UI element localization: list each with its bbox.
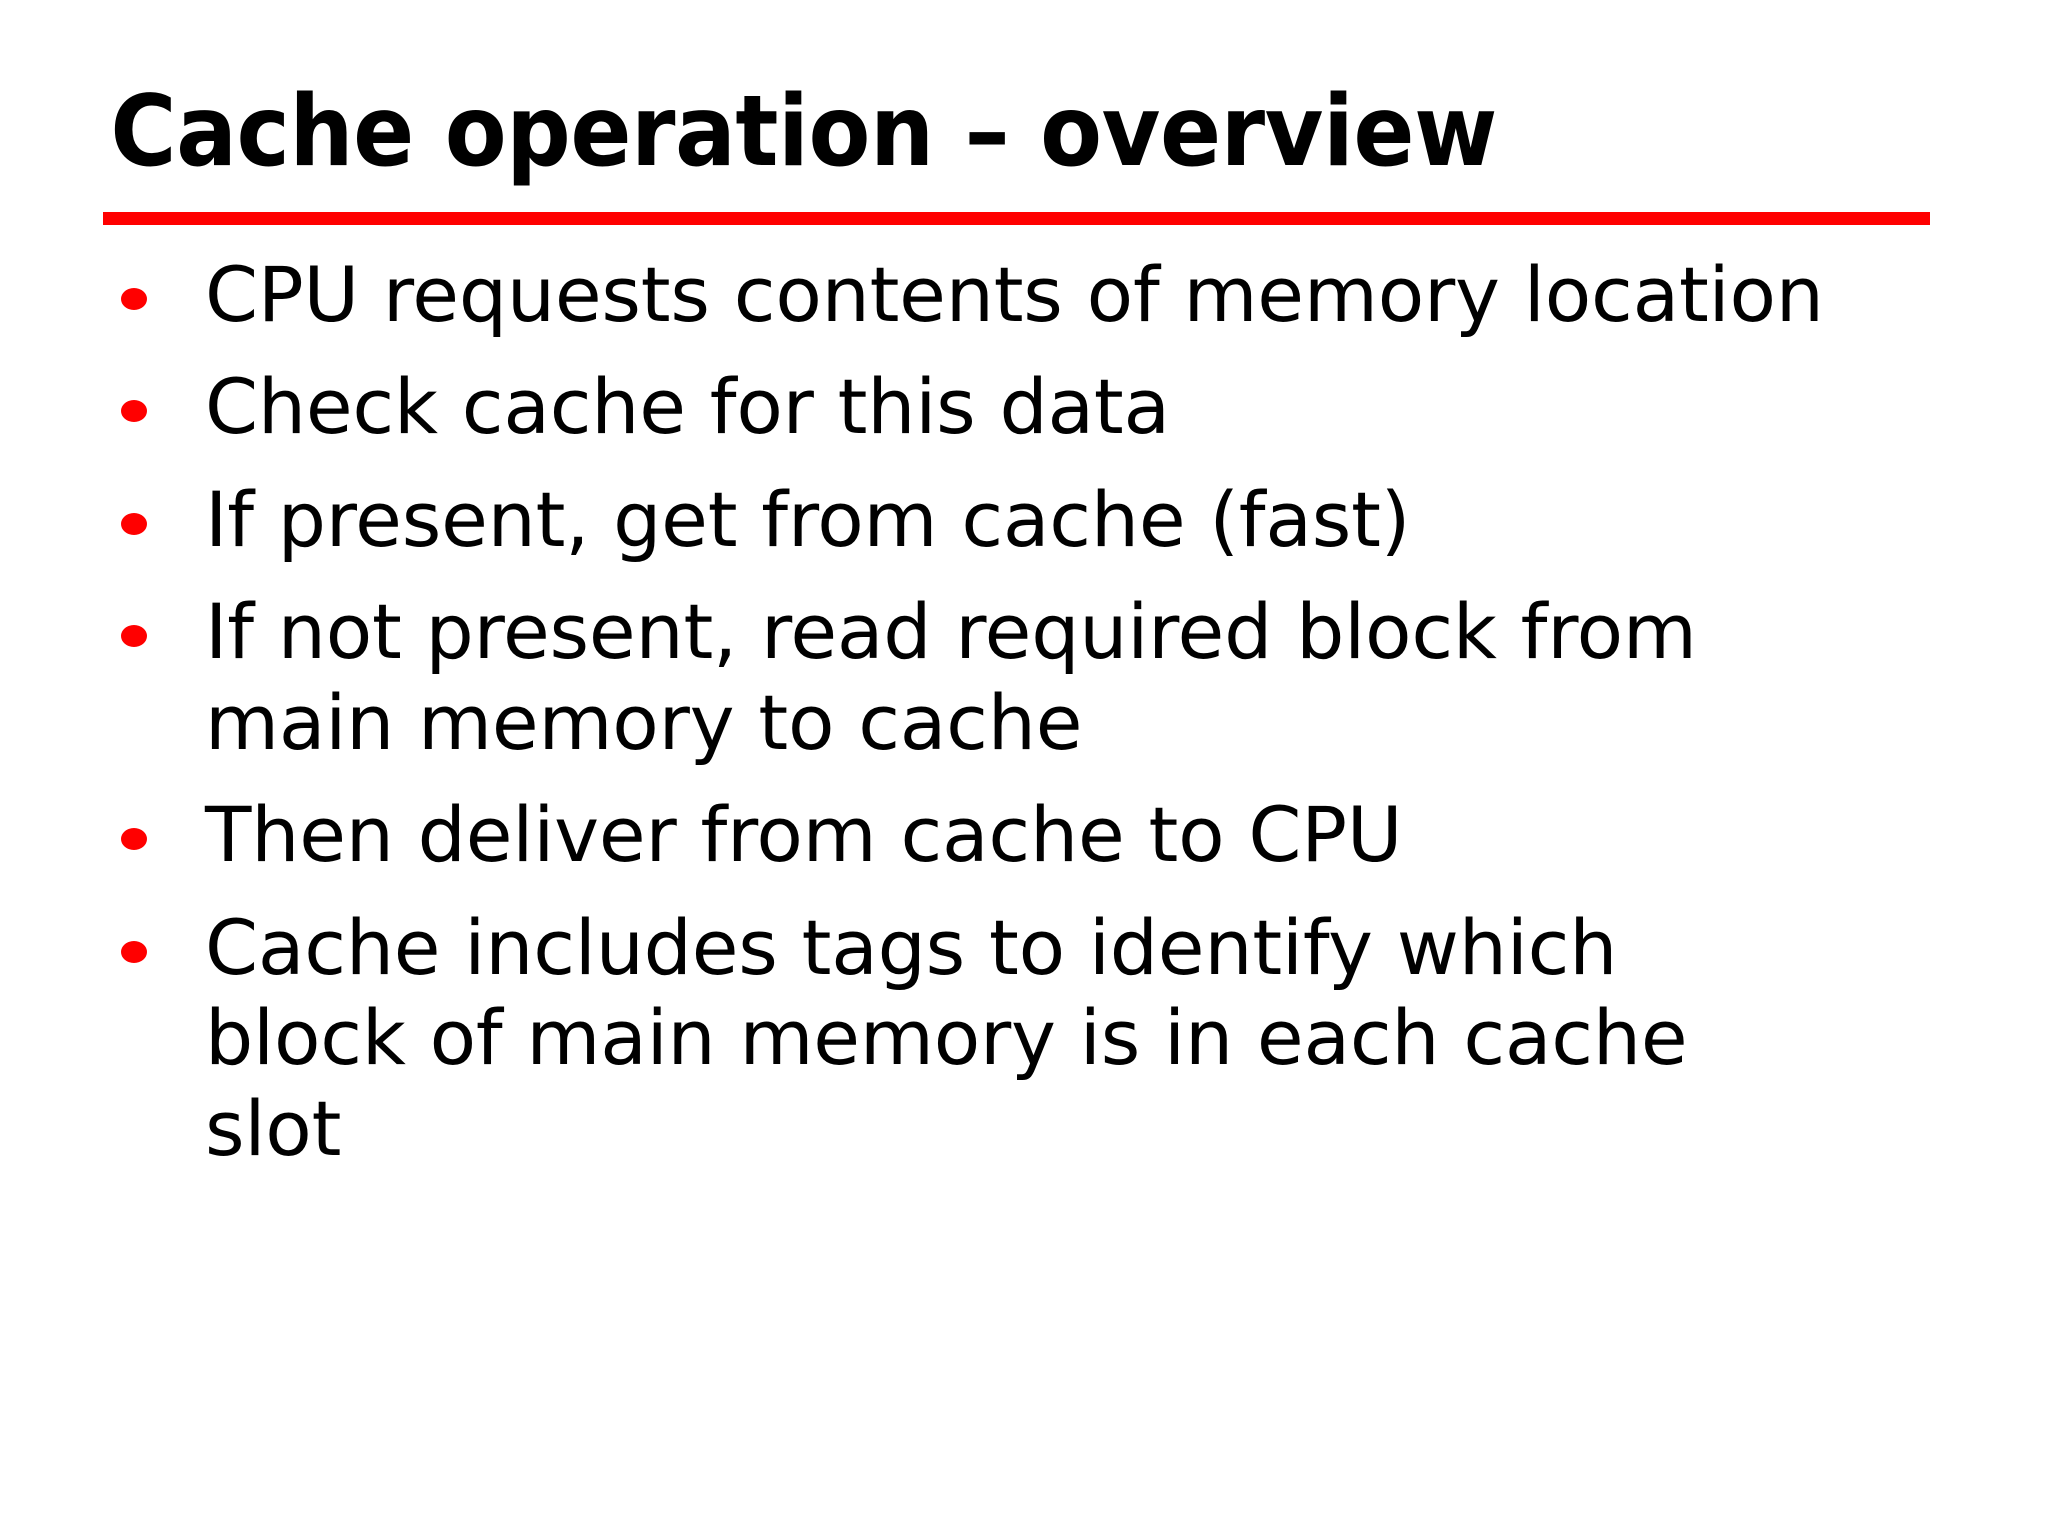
list-item-label: Cache includes tags to identify which bl… — [205, 902, 1688, 1173]
list-item-label: Then deliver from cache to CPU — [205, 790, 1403, 880]
slide-title-block: Cache operation – overview — [103, 75, 1933, 225]
list-item-label: If present, get from cache (fast) — [205, 474, 1411, 564]
list-item: Check cache for this data — [103, 362, 1943, 452]
list-item: If present, get from cache (fast) — [103, 475, 1943, 565]
bullet-dot-icon — [121, 512, 147, 535]
bullet-dot-icon — [121, 828, 147, 851]
list-item: Then deliver from cache to CPU — [103, 790, 1943, 880]
list-item: CPU requests contents of memory location — [103, 250, 1943, 340]
list-item-label: Check cache for this data — [205, 362, 1170, 452]
bullet-dot-icon — [121, 940, 147, 963]
page-title: Cache operation – overview — [110, 75, 1497, 189]
list-item-label: CPU requests contents of memory location — [205, 250, 1824, 339]
title-underline-rule — [103, 212, 1930, 225]
list-item: Cache includes tags to identify which bl… — [103, 903, 1943, 1174]
bullet-dot-icon — [121, 625, 147, 648]
bullet-dot-icon — [121, 288, 147, 310]
list-item-label: If not present, read required block from… — [205, 587, 1697, 767]
bullet-list: CPU requests contents of memory location… — [103, 250, 1943, 1174]
list-item: If not present, read required block from… — [103, 587, 1943, 768]
bullet-dot-icon — [121, 400, 147, 423]
